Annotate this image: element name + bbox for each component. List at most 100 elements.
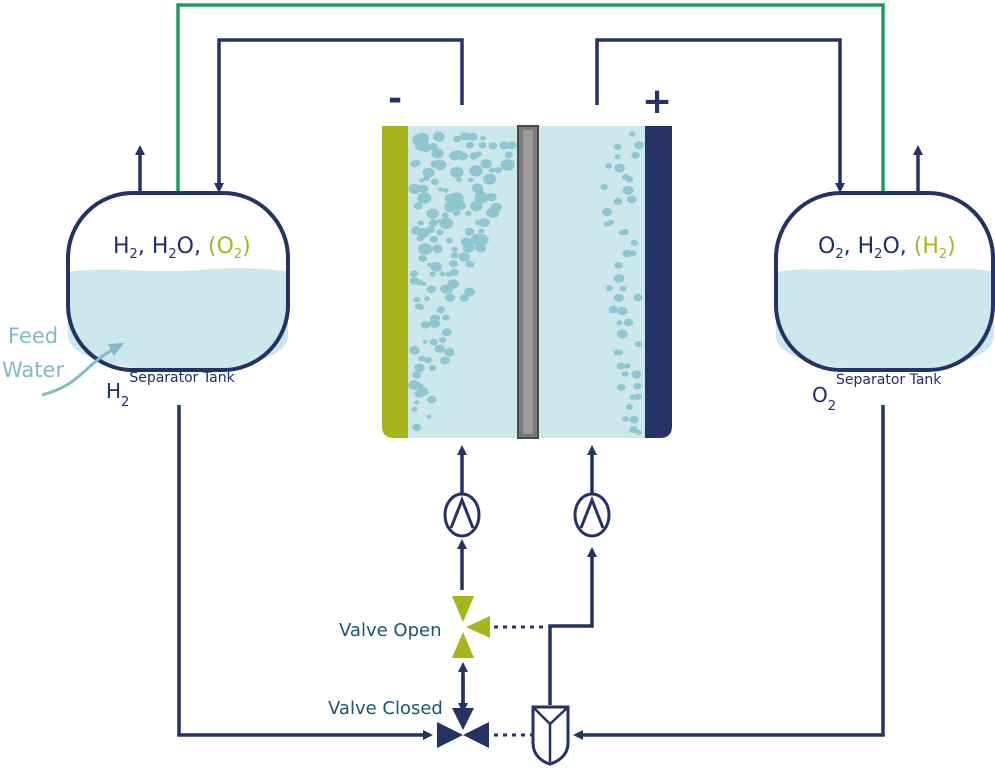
gas-bubble [499, 141, 510, 150]
gas-bubble [504, 151, 513, 159]
gas-bubble [413, 296, 421, 303]
gas-bubble [625, 404, 634, 410]
gas-bubble [622, 173, 630, 181]
gas-bubble [426, 395, 437, 404]
gas-bubble [411, 226, 422, 235]
gas-bubble [426, 414, 432, 419]
gas-bubble [613, 143, 622, 150]
cathode-return-line [214, 38, 464, 193]
gas-bubble [629, 250, 637, 257]
gas-bubble [621, 371, 629, 377]
gas-bubble [437, 219, 443, 224]
gas-bubble [614, 163, 625, 173]
three-way-valve-open [452, 596, 490, 658]
gas-bubble [616, 349, 624, 356]
gas-bubble [475, 243, 487, 253]
gas-bubble [416, 235, 424, 242]
gas-bubble [415, 139, 430, 152]
anode-return-line [595, 38, 845, 193]
o2-tank-name: O2Separator Tank [812, 372, 942, 414]
gas-bubble [622, 185, 634, 195]
gas-bubble [417, 192, 432, 204]
gas-bubble [431, 148, 444, 159]
gas-bubble [453, 135, 461, 143]
gas-bubble [412, 371, 421, 379]
valve-closed-label: Valve Closed [328, 698, 443, 719]
gas-bubble [500, 159, 515, 171]
o2-tank-drain-line [573, 405, 885, 740]
gas-bubble [633, 382, 642, 390]
gas-bubble [439, 271, 446, 277]
h2-tank-name: H2Separator Tank [106, 370, 236, 410]
gas-bubble [429, 235, 439, 243]
gas-bubble [480, 135, 486, 141]
gas-bubble [422, 167, 435, 178]
control-unit-icon [531, 705, 570, 766]
gas-bubble [409, 270, 419, 278]
gas-bubble [420, 320, 431, 329]
gas-bubble [483, 173, 497, 185]
gas-bubble [432, 244, 443, 254]
gas-bubble [426, 285, 436, 294]
gas-bubble [444, 347, 455, 357]
gas-bubble [616, 329, 628, 339]
gas-bubble [629, 415, 639, 424]
gas-bubble [613, 197, 623, 205]
gas-bubble [614, 293, 624, 302]
electrolysis-cell [382, 125, 672, 439]
gas-bubble [428, 365, 437, 371]
gas-bubble [617, 383, 626, 391]
gas-bubble [409, 345, 420, 355]
gas-bubble [439, 337, 447, 344]
gas-bubble [605, 285, 614, 292]
gas-bubble [474, 191, 489, 204]
gas-bubble [623, 318, 634, 327]
gas-bubble [633, 393, 642, 401]
gas-bubble [421, 281, 427, 286]
gas-bubble [459, 294, 469, 302]
gas-bubble [475, 234, 489, 245]
gas-bubble [439, 217, 454, 229]
valve-closed [437, 708, 489, 748]
gas-bubble [605, 163, 613, 169]
gas-bubble [469, 200, 483, 212]
gas-bubble [451, 246, 458, 252]
gas-bubble [436, 229, 444, 236]
gas-bubble [475, 219, 482, 226]
gas-bubble [634, 141, 644, 150]
feed-water-arrow [41, 348, 113, 397]
gas-bubble [417, 220, 424, 226]
anode-chamber [538, 126, 648, 438]
gas-bubble [616, 320, 623, 326]
gas-bubble [454, 150, 464, 159]
gas-bubble [419, 255, 428, 262]
gas-bubble [450, 252, 459, 259]
gas-bubble [613, 274, 625, 283]
gas-bubble [414, 400, 420, 405]
gas-bubble [430, 160, 440, 168]
gas-bubble [494, 167, 503, 174]
gas-bubble [418, 243, 433, 255]
gas-bubble [445, 293, 456, 302]
gas-bubble [412, 423, 422, 432]
gas-bubble [445, 287, 454, 294]
gas-bubble [614, 154, 621, 160]
gas-bubble [485, 208, 497, 217]
gas-bubble [631, 151, 640, 159]
gas-bubble [430, 261, 443, 272]
gas-bubble [418, 185, 425, 190]
gas-bubble [424, 357, 432, 364]
gas-bubble [467, 261, 475, 268]
gas-bubble [471, 183, 484, 193]
gas-bubble [468, 177, 474, 183]
o2-tank-contents: O2, H2O, (H2) [818, 234, 956, 262]
gas-bubble [619, 285, 627, 292]
gas-bubble [621, 229, 630, 235]
gas-bubble [411, 406, 418, 412]
gas-bubble [464, 227, 475, 236]
gas-bubble [431, 178, 439, 185]
gas-bubble [629, 425, 638, 434]
anode-electrode [645, 126, 672, 438]
gas-bubble [631, 370, 642, 379]
cathode-sign: - [388, 79, 402, 119]
